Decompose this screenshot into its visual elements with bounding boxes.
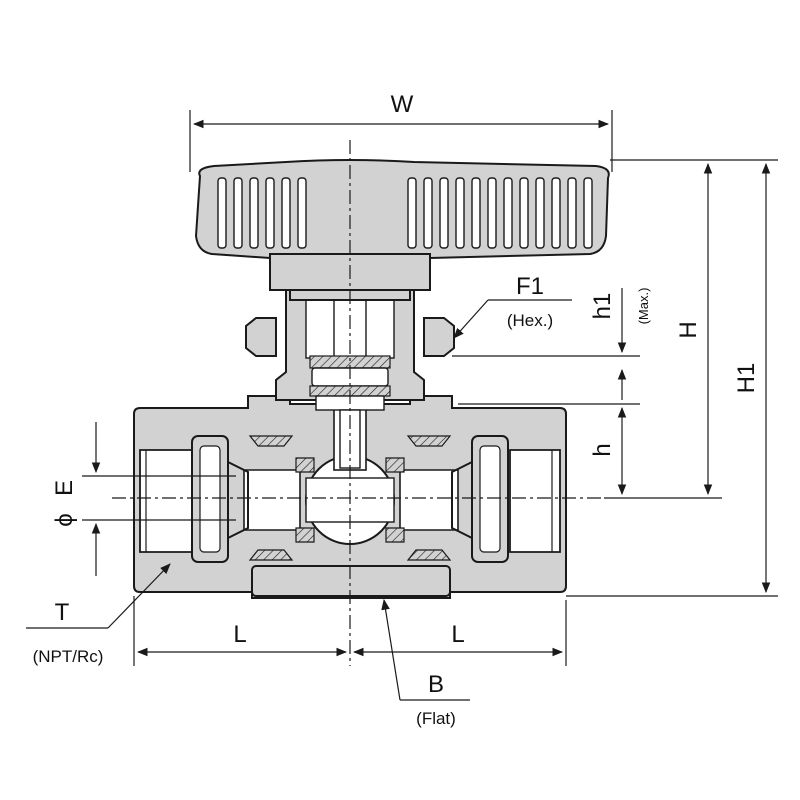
label-h1: h1 <box>589 293 616 320</box>
label-H: H <box>675 321 702 338</box>
label-h1-note: (Max.) <box>636 288 651 325</box>
label-E: E <box>51 480 78 496</box>
label-L-right: L <box>451 621 464 648</box>
label-L-left: L <box>233 621 246 648</box>
label-h: h <box>589 443 616 456</box>
label-T: T <box>55 599 70 626</box>
label-B-note: (Flat) <box>416 709 456 728</box>
label-T-note: (NPT/Rc) <box>33 647 104 666</box>
dimension-labels: W F1 (Hex.) h1 (Max.) H H1 h ϕ E T (NPT/… <box>33 91 760 728</box>
label-W: W <box>391 91 414 118</box>
center-lines <box>112 140 604 666</box>
label-E-prefix: ϕ <box>51 513 78 526</box>
label-F1: F1 <box>516 273 544 300</box>
label-F1-note: (Hex.) <box>507 311 553 330</box>
label-B: B <box>428 671 444 698</box>
label-H1: H1 <box>733 363 760 394</box>
handle-knob <box>194 159 610 291</box>
dimension-lines <box>26 110 778 701</box>
